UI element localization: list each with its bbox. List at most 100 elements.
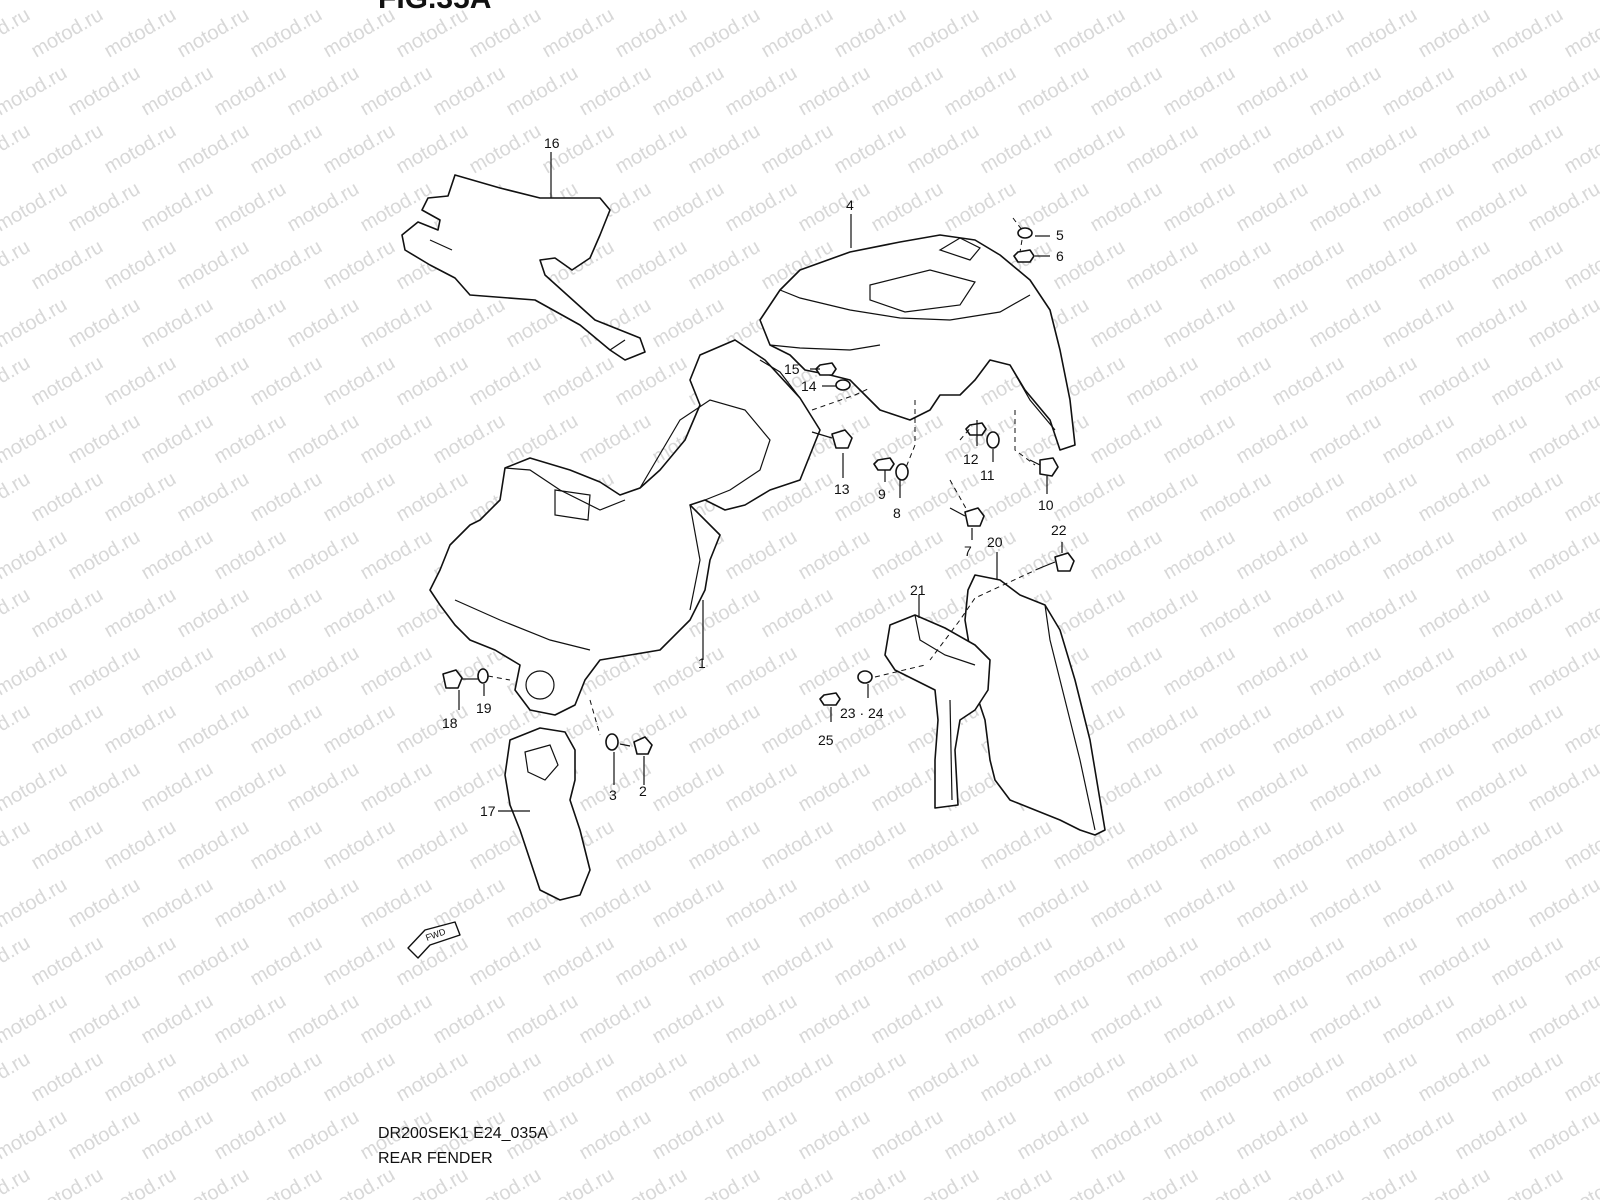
watermark-text: motod.ru (1525, 0, 1600, 4)
watermark-text: motod.ru (1452, 642, 1531, 701)
watermark-text: motod.ru (1269, 584, 1348, 643)
watermark-text: motod.ru (357, 874, 436, 933)
watermark-text: motod.ru (138, 178, 217, 237)
callout-23-24: 23 · 24 (840, 705, 884, 721)
watermark-text: motod.ru (0, 874, 71, 933)
watermark-text: motod.ru (101, 468, 180, 527)
watermark-text: motod.ru (320, 236, 399, 295)
watermark-text: motod.ru (1087, 0, 1166, 4)
watermark-text: motod.ru (1488, 932, 1567, 991)
watermark-text: motod.ru (0, 584, 34, 643)
watermark-text: motod.ru (904, 1048, 983, 1107)
watermark-text: motod.ru (1488, 1164, 1567, 1200)
watermark-text: motod.ru (211, 1106, 290, 1165)
watermark-text: motod.ru (1561, 120, 1600, 179)
watermark-text: motod.ru (1123, 236, 1202, 295)
watermark-text: motod.ru (1014, 990, 1093, 1049)
watermark-text: motod.ru (174, 4, 253, 63)
watermark-text: motod.ru (576, 62, 655, 121)
watermark-text: motod.ru (539, 4, 618, 63)
watermark-text: motod.ru (1379, 62, 1458, 121)
watermark-text: motod.ru (1342, 1048, 1421, 1107)
watermark-text: motod.ru (1087, 178, 1166, 237)
watermark-text: motod.ru (1488, 120, 1567, 179)
watermark-text: motod.ru (211, 758, 290, 817)
watermark-text: motod.ru (1050, 468, 1129, 527)
watermark-text: motod.ru (1415, 1048, 1494, 1107)
watermark-text: motod.ru (1233, 62, 1312, 121)
watermark-text: motod.ru (174, 584, 253, 643)
watermark-text: motod.ru (1160, 642, 1239, 701)
callout-4: 4 (846, 197, 854, 213)
watermark-text: motod.ru (1123, 468, 1202, 527)
callout-10: 10 (1038, 497, 1054, 513)
watermark-text: motod.ru (1269, 1048, 1348, 1107)
watermark-text: motod.ru (1306, 294, 1385, 353)
watermark-text: motod.ru (758, 1164, 837, 1200)
watermark-text: motod.ru (430, 410, 509, 469)
watermark-text: motod.ru (1525, 758, 1600, 817)
watermark-text: motod.ru (1160, 178, 1239, 237)
watermark-text: motod.ru (211, 526, 290, 585)
watermark-text: motod.ru (868, 874, 947, 933)
watermark-text: motod.ru (1050, 1048, 1129, 1107)
watermark-text: motod.ru (612, 1048, 691, 1107)
watermark-text: motod.ru (28, 236, 107, 295)
watermark-text: motod.ru (1452, 526, 1531, 585)
watermark-text: motod.ru (1196, 236, 1275, 295)
watermark-text: motod.ru (138, 410, 217, 469)
watermark-text: motod.ru (868, 990, 947, 1049)
watermark-text: motod.ru (868, 526, 947, 585)
watermark-text: motod.ru (65, 874, 144, 933)
watermark-text: motod.ru (1379, 642, 1458, 701)
watermark-text: motod.ru (1269, 352, 1348, 411)
watermark-text: motod.ru (795, 758, 874, 817)
watermark-text: motod.ru (138, 990, 217, 1049)
watermark-text: motod.ru (174, 816, 253, 875)
watermark-text: motod.ru (1488, 1048, 1567, 1107)
watermark-text: motod.ru (1306, 990, 1385, 1049)
callout-17: 17 (480, 803, 496, 819)
watermark-text: motod.ru (101, 352, 180, 411)
watermark-text: motod.ru (1196, 468, 1275, 527)
watermark-text: motod.ru (466, 352, 545, 411)
callout-22: 22 (1051, 522, 1067, 538)
watermark-text: motod.ru (393, 1164, 472, 1200)
watermark-text: motod.ru (0, 990, 71, 1049)
watermark-text: motod.ru (357, 62, 436, 121)
watermark-text: motod.ru (211, 642, 290, 701)
watermark-text: motod.ru (211, 990, 290, 1049)
watermark-text: motod.ru (320, 1164, 399, 1200)
watermark-text: motod.ru (941, 178, 1020, 237)
watermark-text: motod.ru (284, 62, 363, 121)
callout-16: 16 (544, 135, 560, 151)
watermark-text: motod.ru (101, 1048, 180, 1107)
watermark-text: motod.ru (1123, 4, 1202, 63)
watermark-text: motod.ru (1196, 1048, 1275, 1107)
watermark-text: motod.ru (1087, 294, 1166, 353)
watermark-text: motod.ru (612, 120, 691, 179)
watermark-text: motod.ru (612, 4, 691, 63)
watermark-text: motod.ru (795, 178, 874, 237)
watermark-text: motod.ru (247, 584, 326, 643)
watermark-text: motod.ru (1050, 4, 1129, 63)
watermark-text: motod.ru (685, 1048, 764, 1107)
watermark-text: motod.ru (101, 700, 180, 759)
watermark-text: motod.ru (1415, 236, 1494, 295)
watermark-text: motod.ru (1269, 816, 1348, 875)
watermark-text: motod.ru (539, 1048, 618, 1107)
watermark-text: motod.ru (1306, 410, 1385, 469)
watermark-text: motod.ru (941, 0, 1020, 4)
watermark-text: motod.ru (1233, 874, 1312, 933)
watermark-text: motod.ru (1050, 120, 1129, 179)
watermark-text: motod.ru (831, 1048, 910, 1107)
watermark-text: motod.ru (1233, 294, 1312, 353)
watermark-text: motod.ru (1452, 1106, 1531, 1165)
watermark-text: motod.ru (1306, 642, 1385, 701)
watermark-text: motod.ru (576, 410, 655, 469)
watermark-text: motod.ru (0, 642, 71, 701)
watermark-text: motod.ru (28, 352, 107, 411)
watermark-text: motod.ru (649, 62, 728, 121)
watermark-text: motod.ru (649, 294, 728, 353)
watermark-text: motod.ru (1014, 1106, 1093, 1165)
